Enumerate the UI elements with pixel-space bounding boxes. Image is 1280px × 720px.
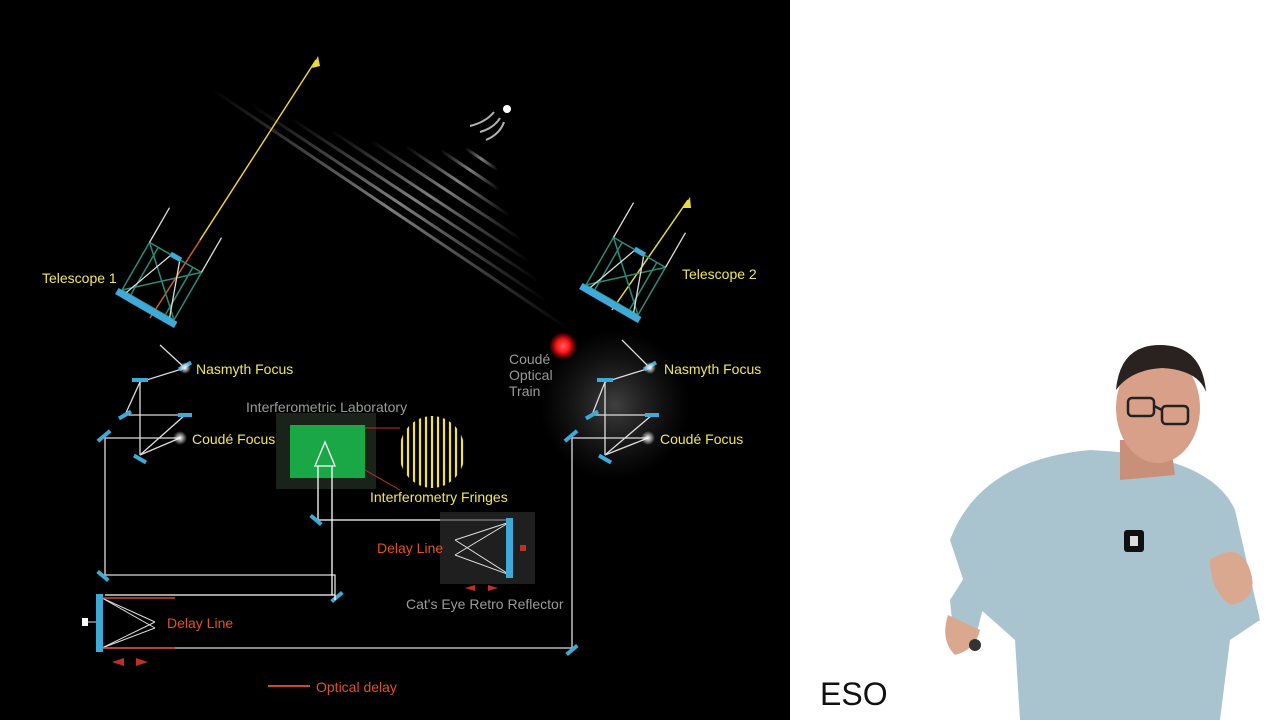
optical-delay-legend-label: Optical delay bbox=[316, 679, 397, 695]
diagram-graphics bbox=[82, 56, 691, 687]
telescope-1-coude-train bbox=[96, 344, 344, 604]
fringes-icon bbox=[400, 416, 464, 488]
telescope-2-beam bbox=[611, 199, 689, 311]
coude-optical-train-line-1: Coudé bbox=[509, 351, 551, 367]
cats-eye-retro-reflector-icon bbox=[440, 512, 535, 591]
star-icon bbox=[503, 105, 511, 113]
telescope-1-arrow-icon bbox=[312, 56, 320, 68]
telescope-1-label: Telescope 1 bbox=[42, 270, 117, 286]
delay-line-lower-label: Delay Line bbox=[167, 615, 234, 631]
cats-eye-label: Cat's Eye Retro Reflector bbox=[406, 596, 564, 612]
coude-focus-1-label: Coudé Focus bbox=[192, 431, 276, 447]
telescope-2-arrow-icon bbox=[683, 197, 691, 208]
interferometric-lab-label: Interferometric Laboratory bbox=[246, 399, 408, 415]
red-marker-icon bbox=[549, 332, 577, 360]
incoming-wavefronts bbox=[209, 86, 571, 332]
delay-line-lower-icon bbox=[82, 594, 175, 666]
delay-line-upper-label: Delay Line bbox=[377, 540, 444, 556]
coude-focus-2-label: Coudé Focus bbox=[660, 431, 744, 447]
presenter-panel: ESO bbox=[790, 0, 1280, 720]
telescope-1-icon bbox=[115, 207, 223, 329]
star-wave-arcs bbox=[469, 111, 505, 141]
nasmyth-focus-1-label: Nasmyth Focus bbox=[196, 361, 294, 377]
presenter-video bbox=[945, 345, 1260, 720]
interferometric-lab-icon bbox=[105, 413, 510, 600]
telescope-2-icon bbox=[579, 202, 687, 324]
telescope-2-coude-train bbox=[100, 339, 659, 657]
vlti-diagram: Telescope 1 Telescope 2 Nasmyth Focus Na… bbox=[0, 0, 790, 720]
nasmyth-focus-2-label: Nasmyth Focus bbox=[664, 361, 762, 377]
telescope-2-label: Telescope 2 bbox=[682, 266, 757, 282]
interferometry-fringes-label: Interferometry Fringes bbox=[370, 489, 508, 505]
coude-optical-train-label: Coudé Optical Train bbox=[509, 351, 553, 399]
credit-label: ESO bbox=[820, 676, 888, 712]
coude-optical-train-line-3: Train bbox=[509, 383, 541, 399]
coude-optical-train-line-2: Optical bbox=[509, 367, 553, 383]
